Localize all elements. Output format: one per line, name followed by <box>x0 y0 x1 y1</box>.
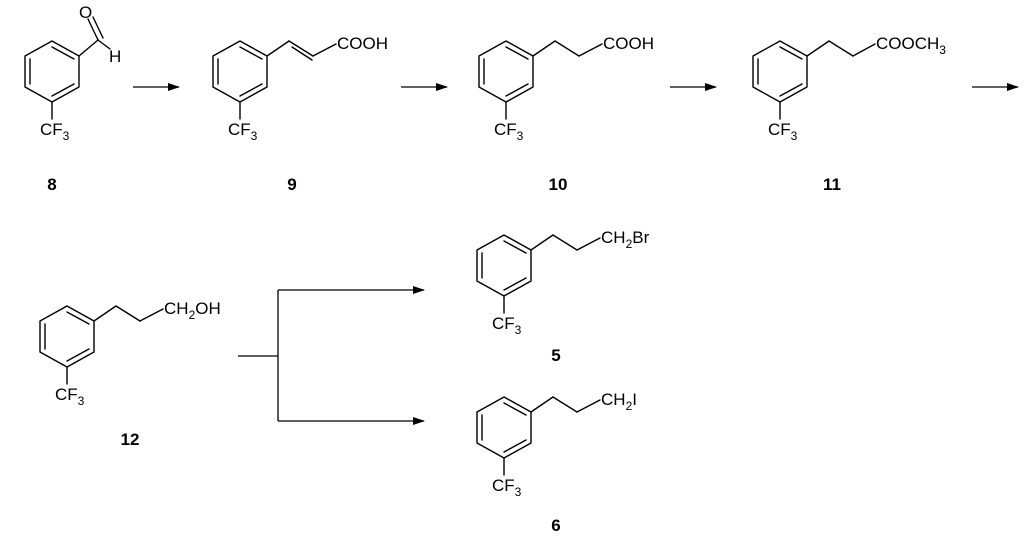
carboxyl-label: COOH <box>337 34 388 53</box>
cf3-label: CF3 <box>768 120 798 143</box>
bond-chain <box>806 40 830 57</box>
iodide-label: CH2I <box>601 390 637 413</box>
bromide-label: CH2Br <box>601 228 650 251</box>
bond-ester <box>852 43 876 57</box>
bond-chain <box>530 234 554 251</box>
hydrogen-label: H <box>109 47 121 66</box>
cf3-label: CF3 <box>228 120 258 143</box>
ester-label: COOCH3 <box>876 34 946 57</box>
benzene-ring <box>476 396 532 459</box>
compound-number: 6 <box>551 516 560 535</box>
cf3-label: CF3 <box>40 120 70 143</box>
bond-carboxyl <box>578 43 603 57</box>
bond-chain <box>576 237 601 251</box>
compound-10: COOH CF3 10 <box>478 34 654 194</box>
bond-chain <box>552 234 578 251</box>
bond-alkene-double <box>291 46 313 61</box>
benzene-ring <box>24 40 80 103</box>
alcohol-label: CH2OH <box>164 299 221 322</box>
cf3-label: CF3 <box>492 314 522 337</box>
bond-chain <box>828 40 854 57</box>
compound-6: CH2I CF3 6 <box>476 390 637 535</box>
bond-aldehyde-h <box>97 39 111 50</box>
compound-number: 8 <box>47 175 56 194</box>
oxygen-label: O <box>79 3 92 22</box>
branch-arrow <box>238 286 425 425</box>
benzene-ring <box>752 40 808 103</box>
compound-number: 11 <box>823 175 841 194</box>
compound-number: 5 <box>551 346 560 365</box>
carboxyl-label: COOH <box>603 34 654 53</box>
compound-11: COOCH3 CF3 11 <box>752 34 946 194</box>
bond-chain <box>93 305 117 322</box>
compound-number: 10 <box>549 175 568 194</box>
compound-8: O H CF3 8 <box>24 3 121 194</box>
benzene-ring <box>39 305 95 368</box>
benzene-ring <box>476 234 532 297</box>
bond-chain <box>530 396 554 413</box>
bond-vinyl <box>266 40 290 57</box>
benzene-ring <box>478 40 534 103</box>
bond-chain <box>532 40 556 57</box>
bond-carboxyl <box>312 43 337 57</box>
cf3-label: CF3 <box>55 385 85 408</box>
bond-carbonyl <box>87 18 99 41</box>
compound-12: CH2OH CF3 12 <box>39 299 221 449</box>
bond-chain <box>552 396 578 413</box>
compound-number: 9 <box>287 175 296 194</box>
bond-chain <box>576 399 601 413</box>
compound-5: CH2Br CF3 5 <box>476 228 650 365</box>
compound-number: 12 <box>121 430 140 449</box>
benzene-ring <box>212 40 268 103</box>
cf3-label: CF3 <box>492 476 522 499</box>
bond-carbonyl-double <box>92 16 104 39</box>
bond-aldehyde <box>78 39 99 57</box>
bond-chain <box>115 305 141 322</box>
cf3-label: CF3 <box>494 120 524 143</box>
bond-alkene <box>288 40 314 57</box>
bond-chain <box>554 40 580 57</box>
compound-9: COOH CF3 9 <box>212 34 388 194</box>
bond-chain <box>139 308 164 322</box>
